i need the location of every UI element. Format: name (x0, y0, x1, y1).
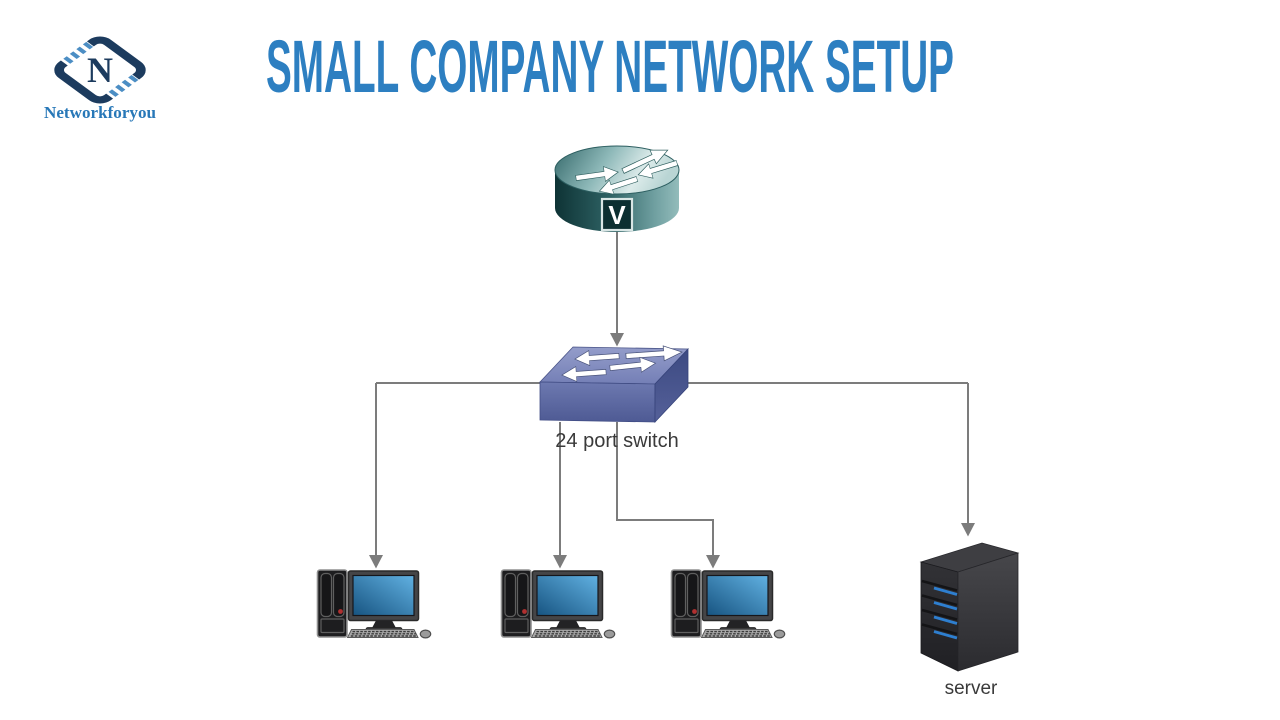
switch-to-server-connector (961, 383, 975, 537)
router-to-switch-connector (610, 230, 624, 347)
switch-to-pc2-connector (553, 422, 567, 569)
router-icon: V (554, 142, 680, 232)
switch-to-pc3-connector (616, 422, 720, 569)
logo-diamond-icon (54, 36, 146, 104)
switch-icon (539, 344, 689, 424)
brand-name: Networkforyou (44, 103, 156, 122)
pc-icon-2 (500, 569, 616, 639)
server-icon (919, 542, 1020, 672)
router-badge-letter: V (608, 200, 626, 230)
arrowhead-icon (706, 555, 720, 569)
server-label: server (945, 678, 998, 699)
arrowhead-icon (553, 555, 567, 569)
logo-initial: N (87, 50, 113, 90)
arrowhead-icon (369, 555, 383, 569)
brand-logo: N Networkforyou (44, 36, 156, 122)
pc-icon-3 (670, 569, 786, 639)
arrowhead-icon (961, 523, 975, 537)
switch-to-pc1-connector (369, 383, 383, 569)
arrowhead-icon (610, 333, 624, 347)
server-drive-slots-icon (921, 579, 958, 640)
page-title: SMALL COMPANY NETWORK SETUP (266, 25, 954, 108)
pc-icon-1 (316, 569, 432, 639)
router-badge (600, 197, 634, 232)
switch-label: 24 port switch (555, 430, 678, 452)
